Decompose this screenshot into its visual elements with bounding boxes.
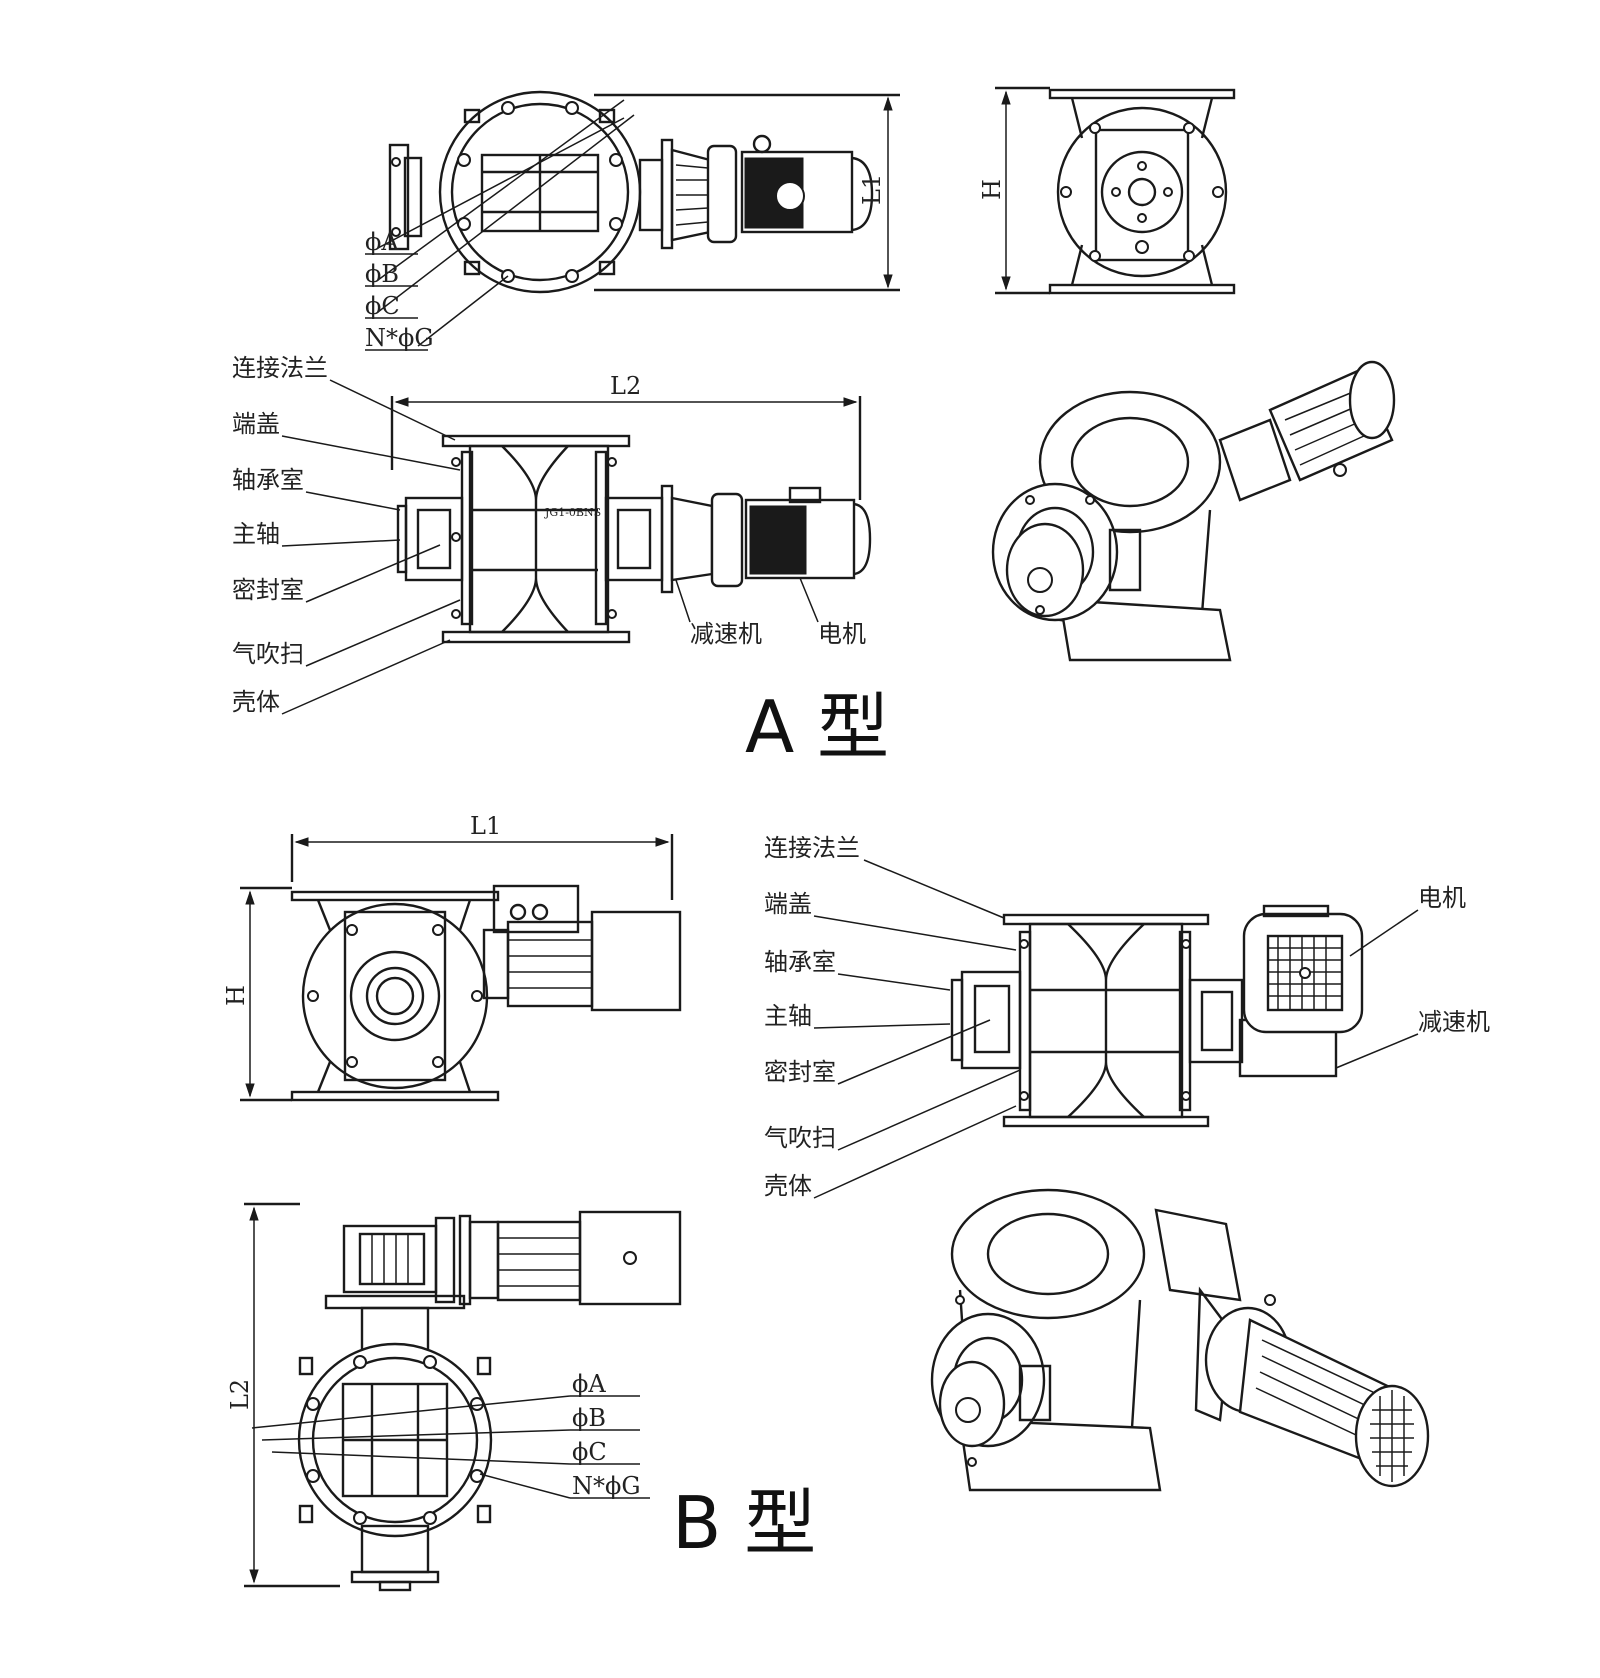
- b-l1-label: L1: [470, 812, 501, 840]
- a-type-part-labels: 连接法兰 端盖 轴承室 主轴 密封室 气吹扫 壳体 减速机 电机 A 型: [232, 354, 889, 769]
- b-label-housing: 壳体: [764, 1172, 812, 1200]
- b-label-end-cover: 端盖: [764, 890, 812, 918]
- b-phi-c-label: ϕC: [572, 1438, 607, 1466]
- b-label-main-shaft: 主轴: [764, 1002, 812, 1030]
- a-label-reducer: 减速机: [690, 620, 762, 648]
- b-end-h-label: H: [222, 985, 250, 1006]
- a-type-top-view: L1 ϕA ϕB ϕC N*ϕG: [365, 90, 900, 352]
- a-label-main-shaft: 主轴: [232, 520, 280, 548]
- a-type-front-view: L2 JG1-0BNS: [390, 372, 872, 644]
- a-label-bearing-housing: 轴承室: [232, 466, 304, 494]
- b-label-flange: 连接法兰: [764, 834, 860, 862]
- a-reducer-nameplate: JG1-0BNS: [544, 506, 601, 519]
- b-type-end-view: L1 H: [222, 812, 682, 1102]
- a-label-housing: 壳体: [232, 688, 280, 716]
- a-phi-a-label: ϕA: [365, 228, 399, 256]
- b-label-seal-chamber: 密封室: [764, 1058, 836, 1086]
- a-end-h-label: H: [978, 179, 1006, 200]
- b-type-part-labels: 连接法兰 端盖 轴承室 主轴 密封室 气吹扫 壳体 电机 减速机: [764, 834, 1490, 1200]
- a-phi-c-label: ϕC: [365, 292, 400, 320]
- b-type-isometric-view: [930, 1188, 1430, 1492]
- a-label-motor: 电机: [818, 620, 866, 648]
- b-type-front-view: [950, 904, 1364, 1128]
- a-phi-b-label: ϕB: [365, 260, 399, 288]
- b-type-top-view: L2 ϕA ϕB ϕC N*ϕG B 型: [226, 1202, 816, 1592]
- b-l2-label: L2: [226, 1379, 254, 1410]
- b-phi-a-label: ϕA: [572, 1370, 606, 1398]
- b-type-title: B 型: [672, 1481, 816, 1565]
- a-l2-label: L2: [610, 372, 641, 400]
- a-label-flange: 连接法兰: [232, 354, 328, 382]
- b-phi-b-label: ϕB: [572, 1404, 606, 1432]
- a-type-isometric-view: [991, 360, 1396, 662]
- a-label-air-purge: 气吹扫: [232, 640, 304, 668]
- b-n-phi-g-label: N*ϕG: [572, 1472, 641, 1500]
- b-label-air-purge: 气吹扫: [764, 1124, 836, 1152]
- a-label-end-cover: 端盖: [232, 410, 280, 438]
- a-label-seal-chamber: 密封室: [232, 576, 304, 604]
- b-label-motor: 电机: [1418, 884, 1466, 912]
- a-top-l1-label: L1: [858, 174, 886, 205]
- b-label-bearing-housing: 轴承室: [764, 948, 836, 976]
- a-n-phi-g-label: N*ϕG: [365, 324, 434, 352]
- a-type-title: A 型: [745, 685, 889, 769]
- b-label-reducer: 减速机: [1418, 1008, 1490, 1036]
- a-type-end-view: H: [978, 86, 1236, 295]
